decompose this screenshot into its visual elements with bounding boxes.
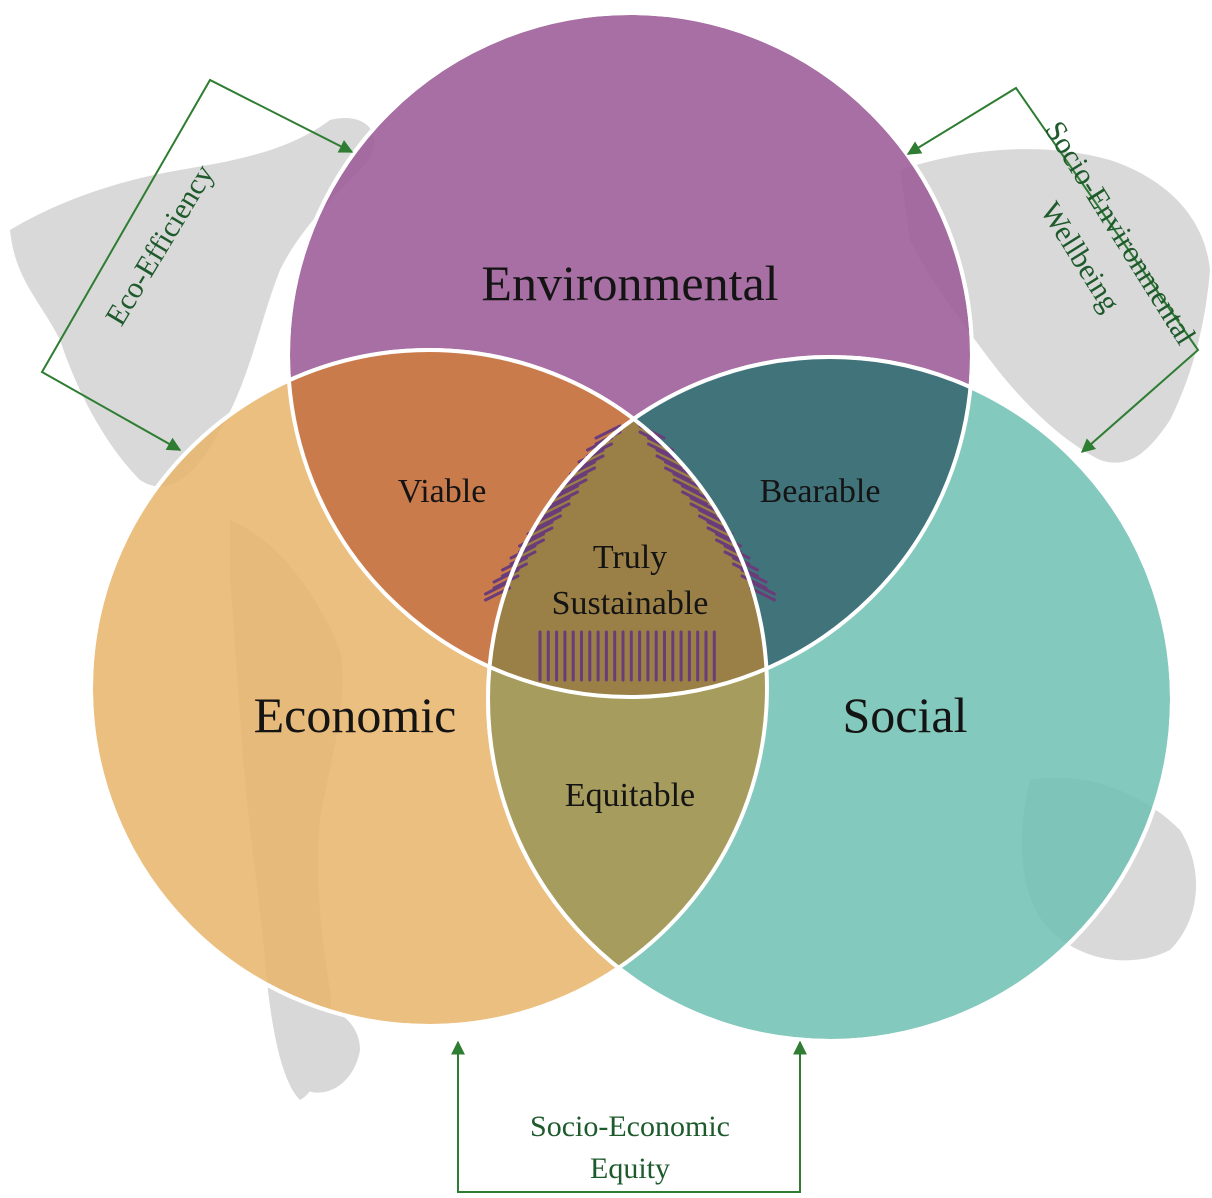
socio-economic-label-line1: Socio-Economic <box>530 1110 730 1143</box>
hatch-mark <box>698 508 725 524</box>
hatch-mark <box>526 526 554 542</box>
hatch-mark <box>535 514 562 530</box>
hatch-mark <box>723 550 751 566</box>
hatch-mark <box>655 454 683 470</box>
hatch-mark <box>681 490 708 506</box>
socio-economic-flow: Socio-Economic Equity <box>451 1040 807 1193</box>
truly-sustainable-overlap <box>488 357 767 697</box>
hatch-mark <box>569 466 596 482</box>
socio-economic-label-line2: Equity <box>590 1152 670 1185</box>
hatch-mark <box>749 580 776 596</box>
hatch-mark <box>492 574 520 590</box>
hatch-mark <box>552 484 579 500</box>
hatch-mark <box>484 580 511 596</box>
bearable-label: Bearable <box>760 473 881 510</box>
hatch-mark <box>689 496 717 512</box>
hatch-mark <box>552 490 579 506</box>
hatch-mark <box>706 526 734 542</box>
hatch-mark <box>664 466 691 482</box>
hatch-mark <box>681 484 708 500</box>
economic-outline <box>89 348 769 1028</box>
socio-environmental-arrow <box>906 86 1200 453</box>
hatch-mark <box>543 496 571 512</box>
hatch-mark <box>672 472 700 488</box>
environmental-label: Environmental <box>481 255 778 311</box>
hatch-mark <box>560 478 588 494</box>
hatch-mark <box>664 460 691 476</box>
sustainable-label: Sustainable <box>552 585 709 622</box>
economic-label: Economic <box>254 687 457 743</box>
hatch-mark <box>543 502 571 518</box>
hatch-mark <box>647 442 674 458</box>
viable-label: Viable <box>398 473 487 510</box>
hatch-mark <box>698 514 725 530</box>
socio-economic-arrow <box>451 1040 807 1193</box>
hatch-mark <box>740 574 768 590</box>
eco-efficiency-arrow <box>40 78 354 451</box>
equitable-label: Equitable <box>565 777 695 814</box>
hatch-mark <box>577 454 605 470</box>
hatch-mark <box>672 478 700 494</box>
social-label: Social <box>843 687 968 743</box>
hatch-mark <box>689 502 717 518</box>
hatch-mark <box>594 424 622 440</box>
social-outline <box>486 355 1174 1043</box>
truly-label: Truly <box>593 539 667 576</box>
